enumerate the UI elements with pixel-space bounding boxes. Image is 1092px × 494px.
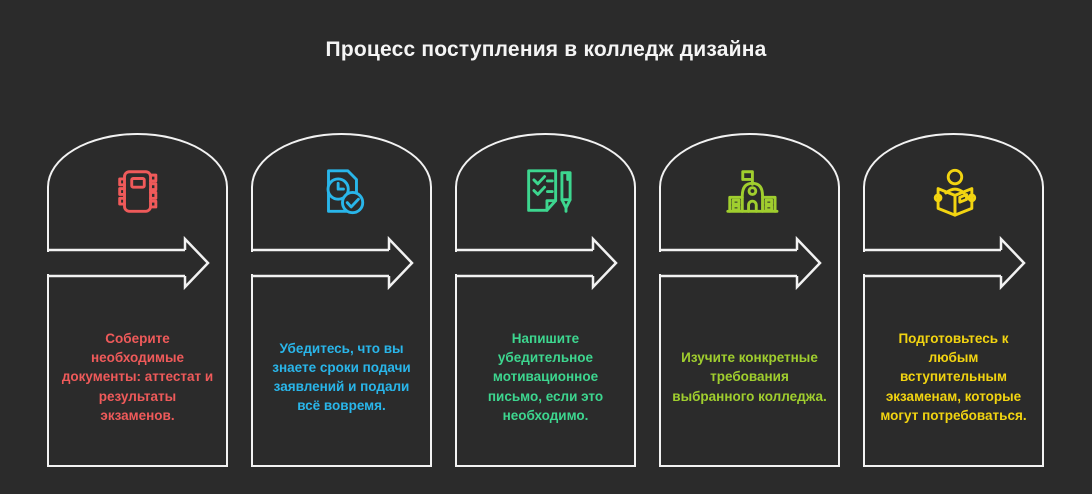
steps-row: Соберите необходимые документы: аттестат… [46, 133, 1044, 467]
step-icon-wrap [49, 165, 226, 219]
step-text: Напишите убедительное мотивационное пись… [487, 331, 604, 423]
arrow-right-icon [250, 235, 414, 290]
step-card-motivation-letter: Напишите убедительное мотивационное пись… [454, 133, 636, 467]
file-clock-check-icon [326, 169, 364, 215]
college-building-icon [725, 170, 778, 213]
checklist-pen-icon [526, 169, 572, 213]
arrow-right-icon [658, 235, 822, 290]
step-text-wrap: Убедитесь, что вы знаете сроки подачи за… [264, 293, 419, 461]
step-card-documents: Соберите необходимые документы: аттестат… [46, 133, 228, 467]
step-text-wrap: Подготовьтесь к любым вступительным экза… [876, 293, 1031, 461]
arrow-right-icon [46, 235, 210, 290]
step-text: Изучите конкретные требования выбранного… [672, 350, 827, 404]
step-card-deadlines: Убедитесь, что вы знаете сроки подачи за… [250, 133, 432, 467]
step-icon-wrap [661, 165, 838, 219]
step-text: Соберите необходимые документы: аттестат… [61, 331, 214, 423]
step-text: Подготовьтесь к любым вступительным экза… [880, 331, 1027, 423]
step-icon-wrap [457, 165, 634, 219]
step-text-wrap: Напишите убедительное мотивационное пись… [468, 293, 623, 461]
step-card-entrance-exams: Подготовьтесь к любым вступительным экза… [862, 133, 1044, 467]
step-icon-wrap [253, 165, 430, 219]
step-icon-wrap [865, 165, 1042, 219]
step-card-college-requirements: Изучите конкретные требования выбранного… [658, 133, 840, 467]
page-title: Процесс поступления в колледж дизайна [325, 38, 767, 61]
arrow-right-icon [454, 235, 618, 290]
step-text-wrap: Изучите конкретные требования выбранного… [672, 293, 827, 461]
reading-person-icon [933, 168, 976, 217]
step-text: Убедитесь, что вы знаете сроки подачи за… [272, 340, 411, 414]
arrow-right-icon [862, 235, 1026, 290]
notebook-icon [117, 170, 157, 213]
step-text-wrap: Соберите необходимые документы: аттестат… [60, 293, 215, 461]
